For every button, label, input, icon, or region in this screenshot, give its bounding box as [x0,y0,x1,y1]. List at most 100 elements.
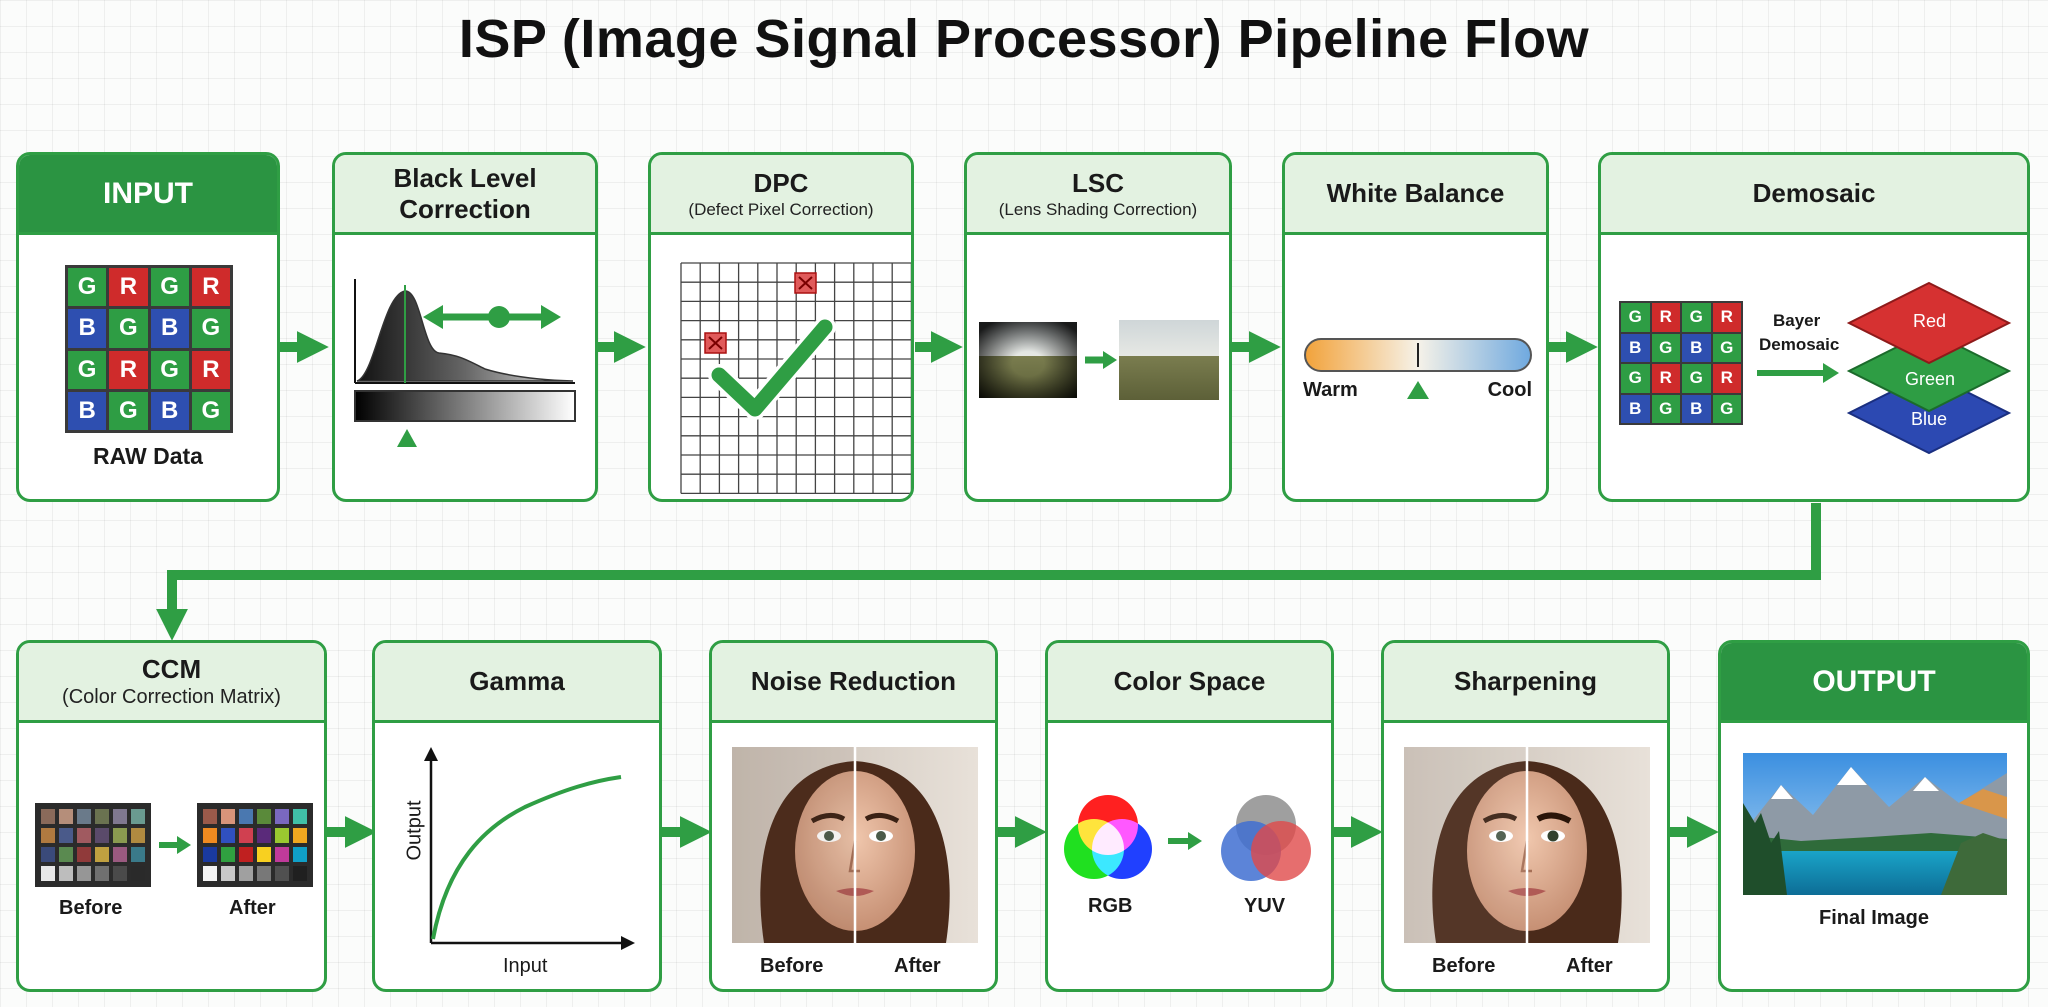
channel-green-label: Green [1905,369,1956,389]
bayer-pixel: B [1621,333,1650,362]
stage-sharpening: Sharpening Before After [1381,640,1670,992]
channel-red-label: Red [1913,311,1947,331]
stage-title-line2: Correction [399,193,531,224]
stage-header: Demosaic [1601,155,2027,235]
stage-subtitle: (Color Correction Matrix) [62,686,281,708]
color-space-conversion [1064,795,1311,881]
stage-title: White Balance [1326,178,1505,208]
bayer-pixel: G [1621,364,1650,393]
bayer-pixel: B [1621,394,1650,423]
bayer-pixel: G [1651,394,1680,423]
stage-header: OUTPUT [1721,643,2027,723]
color-swatch [293,847,307,862]
stage-title: LSC [1072,167,1124,198]
color-checker-before [35,803,151,887]
color-swatch [203,847,217,862]
stage-header: White Balance [1285,155,1546,235]
bayer-pixel: G [1682,364,1711,393]
stage-title: CCM [141,654,202,684]
after-label: After [229,897,276,919]
channel-blue-label: Blue [1911,409,1948,429]
color-swatch [95,809,109,824]
bayer-pixel: B [150,391,189,430]
color-swatch [221,809,235,824]
bayer-pixel: G [191,391,230,430]
color-swatch [95,847,109,862]
before-label: Before [1432,955,1496,977]
stage-white-balance: White Balance Warm Cool [1282,152,1549,502]
bayer-pixel: G [1621,303,1650,332]
stage-title: INPUT [103,177,193,210]
x-axis-label: Input [503,955,548,977]
bayer-pixel: G [150,268,189,307]
color-swatch [275,828,289,843]
lens-shading-illustration [979,320,1219,400]
bayer-pixel: G [191,309,230,348]
bayer-pixel: B [68,391,107,430]
bayer-pixel: G [150,350,189,389]
color-swatch [257,809,271,824]
color-swatch [131,828,145,843]
stage-black-level-correction: Black Level Correction [332,152,598,502]
stage-header: Color Space [1048,643,1331,723]
bayer-pixel: R [191,350,230,389]
stage-dpc: DPC (Defect Pixel Correction) [648,152,914,502]
color-swatch [293,828,307,843]
stage-header: Noise Reduction [712,643,995,723]
face-photo-icon [1404,747,1650,943]
rgb-label: RGB [1088,895,1133,917]
stage-title: DPC [753,167,809,198]
bayer-pixel: R [1712,303,1741,332]
bayer-pixel: G [1712,333,1741,362]
color-swatch [131,809,145,824]
color-swatch [203,866,217,881]
bayer-pixel: G [109,391,148,430]
color-swatch [95,828,109,843]
face-photo-icon [732,747,978,943]
stage-output: OUTPUT Final Image [1718,640,2030,992]
color-swatch [113,866,127,881]
color-swatch [59,828,73,843]
bayer-pixel: R [109,268,148,307]
bayer-pixel: R [1651,303,1680,332]
color-checker-after [197,803,313,887]
stage-header: LSC (Lens Shading Correction) [967,155,1229,235]
color-swatch [293,866,307,881]
stage-lsc: LSC (Lens Shading Correction) [964,152,1232,502]
color-swatch [275,847,289,862]
warm-label: Warm [1303,379,1358,401]
bayer-pixel: G [109,309,148,348]
color-swatch [275,809,289,824]
bayer-pixel: B [1682,394,1711,423]
color-swatch [239,847,253,862]
stage-noise-reduction: Noise Reduction Before After [709,640,998,992]
color-swatch [113,828,127,843]
bayer-label: Bayer [1773,311,1821,330]
color-swatch [77,866,91,881]
color-swatch [131,866,145,881]
stage-title: Demosaic [1752,178,1876,208]
stage-title: Noise Reduction [750,666,957,696]
stage-title: Sharpening [1453,666,1597,696]
stage-header: Sharpening [1384,643,1667,723]
bayer-pixel: G [1712,394,1741,423]
before-label: Before [59,897,123,919]
pixel-grid [680,262,911,495]
defect-pixel-icon [794,272,817,294]
color-swatch [239,809,253,824]
color-swatch [257,866,271,881]
stage-header: CCM (Color Correction Matrix) [19,643,324,723]
after-label: After [894,955,941,977]
wrap-arrow [155,503,1821,641]
stage-header: Gamma [375,643,659,723]
color-swatch [203,809,217,824]
stage-title: OUTPUT [1812,665,1936,698]
bayer-pixel: R [1651,364,1680,393]
color-swatch [77,828,91,843]
color-swatch [257,847,271,862]
y-axis-label: Output [403,800,426,861]
